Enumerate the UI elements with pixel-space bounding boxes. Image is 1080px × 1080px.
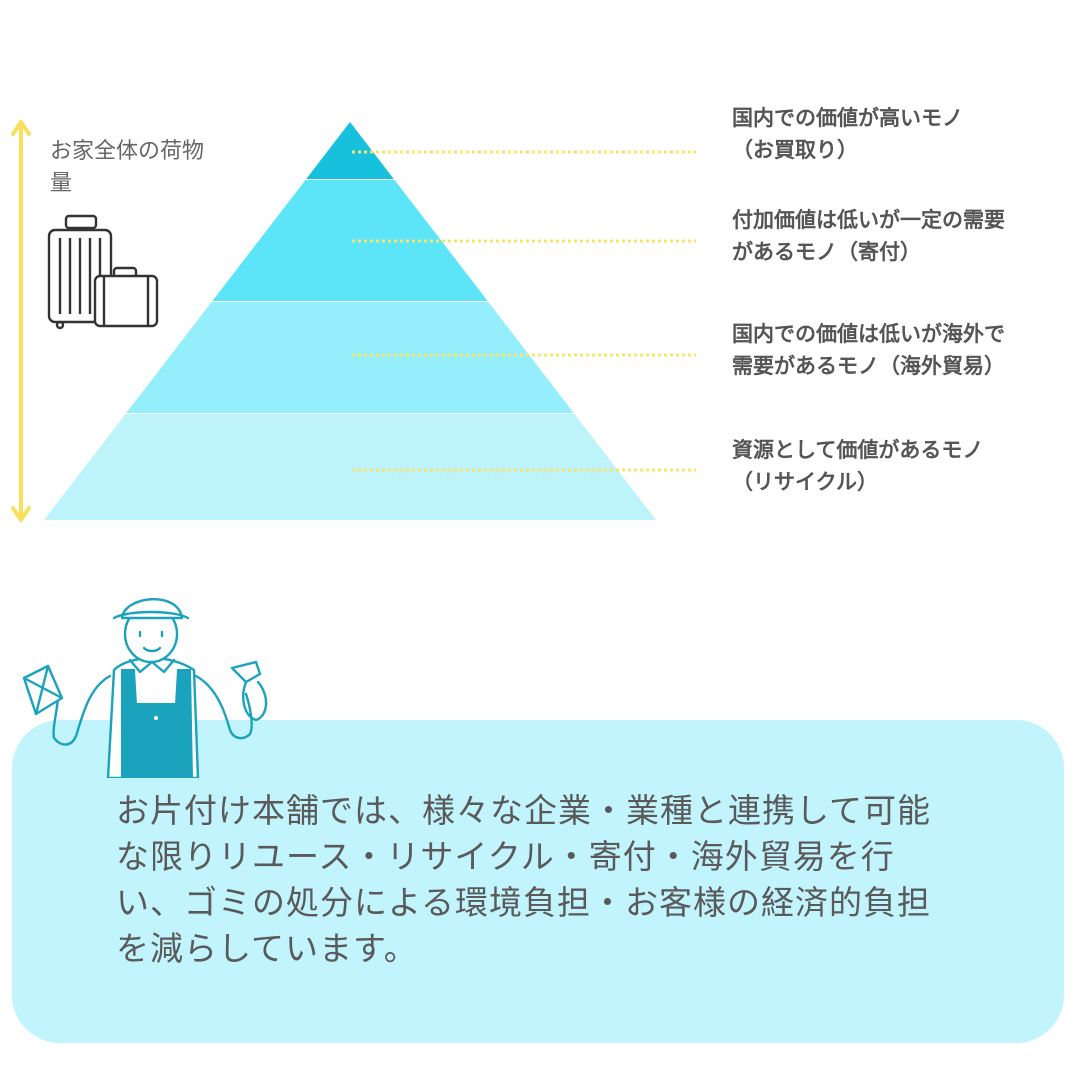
info-line-3: い、ゴミの処分による環境負担・お客様の経済的負担 bbox=[116, 883, 932, 922]
tier-3-line-2: 需要があるモノ（海外貿易） bbox=[732, 354, 1005, 378]
pyramid-tier-2 bbox=[211, 180, 489, 302]
info-text: お片付け本舗では、様々な企業・業種と連携して可能 な限りリユース・リサイクル・寄… bbox=[116, 788, 996, 972]
info-line-1: お片付け本舗では、様々な企業・業種と連携して可能 bbox=[116, 791, 932, 830]
tier-label-1: 国内での価値が高いモノ （お買取り） bbox=[732, 102, 1072, 166]
tier-4-line-2: （リサイクル） bbox=[732, 470, 878, 494]
worker-illustration bbox=[22, 598, 268, 778]
tier-2-line-1: 付加価値は低いが一定の需要 bbox=[732, 208, 1005, 232]
tier-1-line-1: 国内での価値が高いモノ bbox=[732, 106, 963, 130]
vertical-arrow bbox=[11, 120, 31, 522]
info-line-4: を減らしています。 bbox=[116, 929, 418, 968]
info-line-2: な限りリユース・リサイクル・寄付・海外貿易を行 bbox=[116, 837, 895, 876]
tier-4-line-1: 資源として価値があるモノ bbox=[732, 438, 984, 462]
tier-1-line-2: （お買取り） bbox=[732, 138, 858, 162]
tier-label-2: 付加価値は低いが一定の需要 があるモノ（寄付） bbox=[732, 204, 1072, 268]
tier-label-4: 資源として価値があるモノ （リサイクル） bbox=[732, 434, 1072, 498]
pyramid-tier-1 bbox=[305, 122, 395, 180]
tier-label-3: 国内での価値は低いが海外で 需要があるモノ（海外貿易） bbox=[732, 318, 1072, 382]
pyramid-diagram bbox=[11, 120, 696, 522]
tier-2-line-2: があるモノ（寄付） bbox=[732, 240, 921, 264]
pyramid-tier-3 bbox=[125, 302, 575, 414]
side-label: お家全体の荷物量 bbox=[50, 139, 205, 196]
tier-3-line-1: 国内での価値は低いが海外で bbox=[732, 322, 1005, 346]
pyramid-tier-4 bbox=[44, 414, 656, 520]
luggage-icon bbox=[47, 214, 159, 330]
